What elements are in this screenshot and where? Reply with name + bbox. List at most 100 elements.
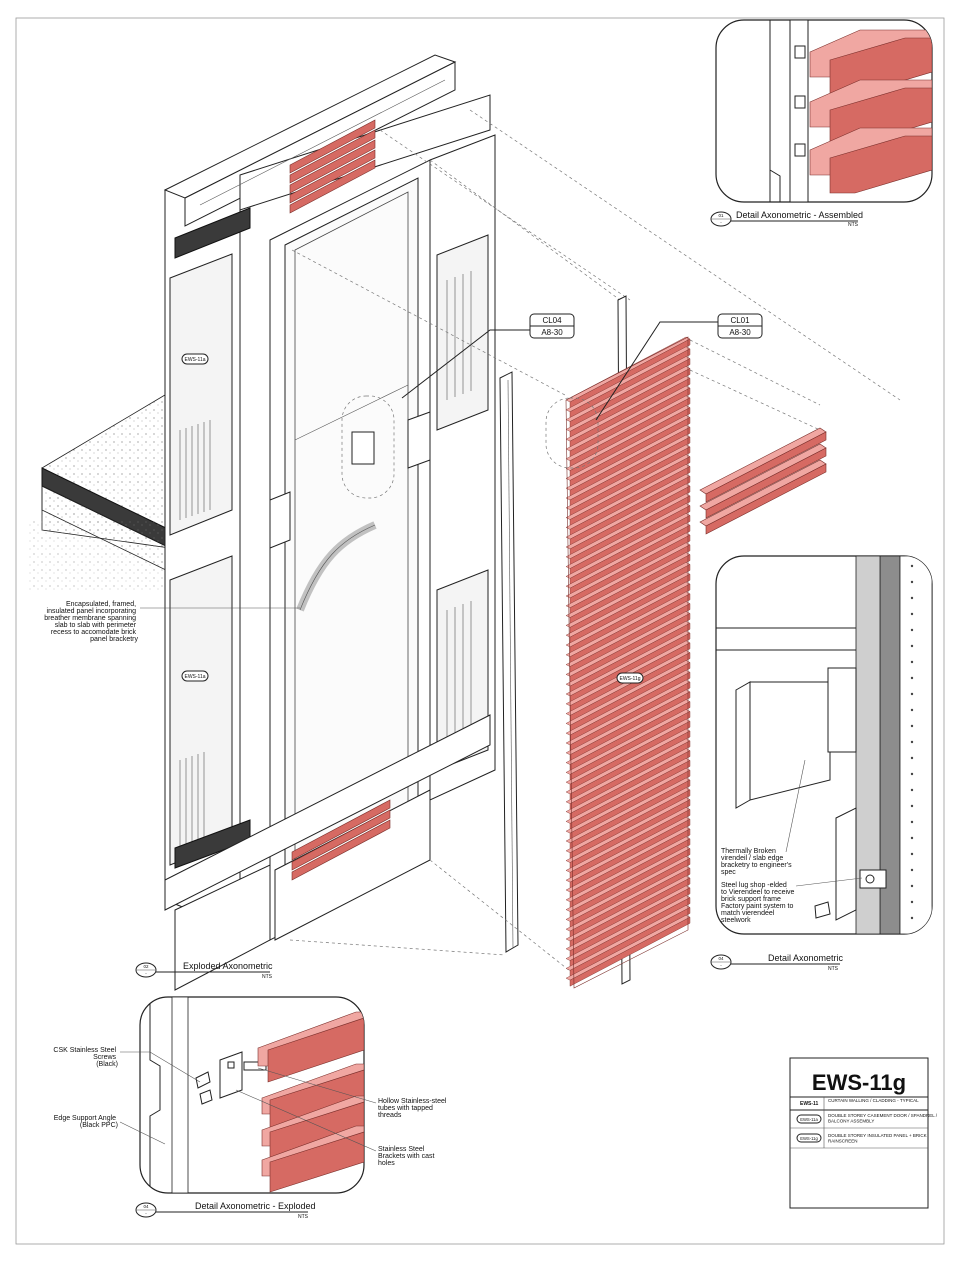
- casement-door-frame: [269, 159, 431, 941]
- brick-course-front: [569, 583, 691, 654]
- title-block-code: EWS-11g: [812, 1070, 906, 1095]
- brick-course-front: [569, 877, 691, 948]
- brick-course-front: [569, 495, 691, 566]
- brick-course-front: [569, 475, 691, 546]
- bolt-hole: [910, 916, 914, 920]
- bolt-hole: [910, 900, 914, 904]
- brick-rainscreen: [565, 295, 691, 989]
- title-block: EWS-11g EWS-11 CURTAIN WALLING / CLADDIN…: [789, 1057, 938, 1209]
- svg-text:04: 04: [143, 1204, 149, 1209]
- note-angle: Edge Support Angle (Black PPC): [54, 1115, 118, 1129]
- callout-cl01-code: CL01: [730, 316, 750, 325]
- svg-text:-: -: [145, 1211, 147, 1216]
- brick-course-front: [569, 897, 691, 967]
- brick-course-front: [569, 544, 691, 615]
- cl04-detail-bubble: [341, 395, 395, 499]
- brick-course-front: [569, 858, 691, 928]
- view-title-assembled: 01 - Detail Axonometric - Assembled NTS: [710, 210, 863, 228]
- bolt-hole: [910, 724, 914, 728]
- brick-course-front: [569, 377, 691, 448]
- brick-course-front: [569, 652, 691, 722]
- brick-course-front: [569, 789, 691, 860]
- svg-text:NTS: NTS: [262, 974, 273, 980]
- brick-course-front: [569, 407, 691, 477]
- view-title-exploded-axo: 02 - Exploded Axonometric NTS: [135, 961, 273, 980]
- note-tubes: Hollow Stainless-steel tubes with tapped…: [378, 1098, 448, 1119]
- note-brackets: Stainless Steel Brackets with cast holes: [378, 1146, 436, 1167]
- svg-text:-: -: [145, 971, 147, 976]
- bolt-hole: [910, 628, 914, 632]
- title-row-1-text: DOUBLE STOREY CASEMENT DOOR / SPANDREL /…: [828, 1113, 938, 1124]
- svg-text:NTS: NTS: [848, 222, 859, 228]
- brick-course-front: [569, 750, 691, 820]
- insulated-panel: [499, 371, 519, 953]
- brick-course-front: [569, 417, 691, 487]
- callout-leaders: [140, 321, 718, 609]
- callout-cl01: CL01 A8-30: [717, 313, 763, 339]
- brick-course-front: [569, 485, 691, 556]
- brick-course-front: [569, 603, 691, 673]
- svg-text:Detail Axonometric - Exploded: Detail Axonometric - Exploded: [195, 1201, 316, 1211]
- brick-course-front: [569, 456, 691, 526]
- bolt-hole: [910, 596, 914, 600]
- svg-text:EWS-11a: EWS-11a: [184, 357, 205, 363]
- steel-bolt-holes: [910, 564, 914, 920]
- brick-course-front: [569, 711, 691, 781]
- svg-text:Detail Axonometric - Assembled: Detail Axonometric - Assembled: [736, 210, 863, 220]
- bolt-hole: [910, 820, 914, 824]
- brick-course-front: [569, 730, 691, 801]
- brick-course-front: [569, 720, 691, 791]
- tag-ews11a-upper: EWS-11a: [181, 353, 209, 365]
- curtain-wall-right: [429, 134, 496, 801]
- svg-text:EWS-11a: EWS-11a: [184, 674, 205, 680]
- bolt-hole: [910, 708, 914, 712]
- exploded-axonometric-drawing: [28, 54, 901, 991]
- brick-course-front: [569, 769, 691, 840]
- bolt-hole: [910, 644, 914, 648]
- detail-assembled-frame: [715, 19, 933, 203]
- bolt-hole: [910, 756, 914, 760]
- view-title-detail-axo: 04 - Detail Axonometric NTS: [710, 953, 844, 972]
- brick-course-front: [569, 338, 691, 409]
- floor-slab: [28, 391, 171, 590]
- brick-course-front: [569, 515, 691, 585]
- bolt-hole: [910, 564, 914, 568]
- brick-course-front: [569, 524, 691, 595]
- brick-course-front: [569, 466, 691, 536]
- tag-ews11a-lower: EWS-11a: [181, 670, 209, 682]
- brick-course-front: [569, 867, 691, 938]
- title-row-2-tag: EWS-11g: [800, 1136, 818, 1141]
- view-title-detail-exploded: 04 - Detail Axonometric - Exploded NTS: [135, 1201, 316, 1220]
- note-csk: CSK Stainless Steel Screws (Black): [53, 1047, 118, 1068]
- title-row-0-text: CURTAIN WALLING / CLADDING - TYPICAL: [828, 1098, 919, 1103]
- callout-cl04-code: CL04: [542, 316, 562, 325]
- brick-course-front: [569, 505, 691, 575]
- callout-cl04: CL04 A8-30: [529, 313, 575, 339]
- brick-course-front: [569, 838, 691, 909]
- title-row-0-tag: EWS-11: [800, 1101, 819, 1107]
- bolt-hole: [910, 788, 914, 792]
- projection-lines: [289, 109, 901, 976]
- bolt-hole: [910, 884, 914, 888]
- bolt-hole: [910, 772, 914, 776]
- exploded-bricks: [257, 1011, 364, 1193]
- bolt-hole: [910, 852, 914, 856]
- svg-text:02: 02: [143, 964, 149, 969]
- bolt-hole: [910, 612, 914, 616]
- note-lug: Steel lug shop -elded to Vierendeel to r…: [721, 882, 796, 924]
- brick-course-front: [569, 436, 691, 507]
- brick-course-front: [569, 368, 691, 438]
- bolt-hole: [910, 836, 914, 840]
- bolt-hole: [910, 580, 914, 584]
- tag-ews11g-panel: EWS-11g: [616, 672, 644, 684]
- brick-course-front: [569, 554, 691, 624]
- svg-text:NTS: NTS: [298, 1214, 309, 1220]
- bottom-transom: [164, 714, 491, 991]
- title-row-2-text: DOUBLE STOREY INSULATED PANEL + BRICK RA…: [828, 1133, 928, 1144]
- brick-course-front: [569, 907, 691, 977]
- callout-cl04-ref: A8-30: [541, 328, 563, 337]
- title-row-1-tag: EWS-11a: [800, 1117, 818, 1122]
- note-thermal: Thermally Broken virendeil / slab edge b…: [721, 848, 794, 876]
- svg-text:-: -: [720, 220, 722, 225]
